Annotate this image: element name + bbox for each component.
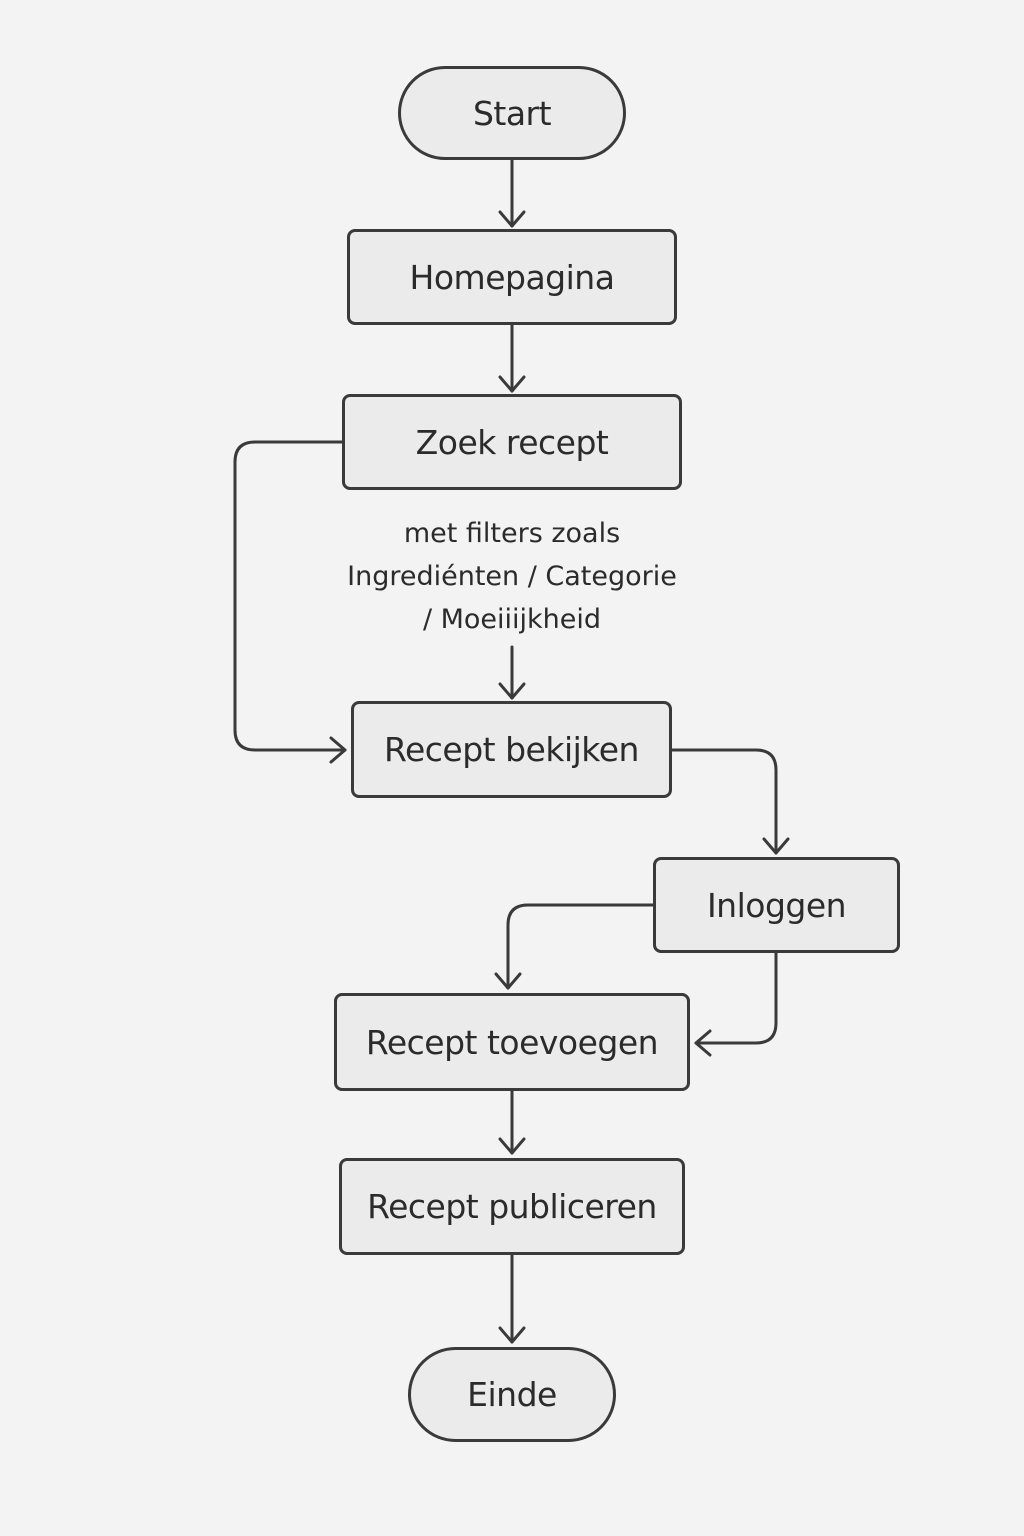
node-search-recipe-label: Zoek recept [415, 422, 609, 462]
node-login-label: Inloggen [706, 885, 847, 925]
node-view-recipe: Recept bekijken [351, 701, 672, 798]
connector-login-add-right [694, 949, 778, 1045]
connector-view-login [668, 748, 778, 855]
node-add-recipe: Recept toevoegen [334, 993, 690, 1091]
node-start-label: Start [472, 93, 552, 133]
node-add-recipe-label: Recept toevoegen [365, 1022, 659, 1062]
node-homepage: Homepagina [347, 229, 677, 325]
arrowhead-view-top [498, 682, 526, 700]
node-end-label: Einde [467, 1375, 557, 1414]
filters-annotation-line-2: Ingrediénten / Categorie [347, 561, 677, 592]
filters-annotation: met filters zoals Ingrediénten / Categor… [300, 512, 724, 641]
arrowhead-add-right [694, 1029, 712, 1057]
filters-annotation-line-1: met filters zoals [403, 518, 621, 549]
arrowhead-login [762, 837, 790, 855]
node-publish-recipe-label: Recept publiceren [367, 1187, 657, 1226]
arrowhead-view-left [329, 736, 347, 764]
node-end: Einde [408, 1347, 616, 1442]
node-start: Start [398, 66, 626, 160]
arrowhead-homepage [498, 210, 526, 228]
connector-search-bypass [233, 440, 347, 752]
node-view-recipe-label: Recept bekijken [384, 730, 639, 769]
node-publish-recipe: Recept publiceren [339, 1158, 685, 1255]
filters-annotation-line-3: / Moeiiijkheid [422, 604, 602, 635]
arrowhead-end [498, 1326, 526, 1344]
arrowhead-add-top [494, 972, 522, 990]
arrowhead-search [498, 375, 526, 393]
arrowhead-publish [498, 1137, 526, 1155]
node-login: Inloggen [653, 857, 900, 953]
node-homepage-label: Homepagina [409, 257, 615, 297]
node-search-recipe: Zoek recept [342, 394, 682, 490]
connector-login-add-top [506, 903, 657, 990]
